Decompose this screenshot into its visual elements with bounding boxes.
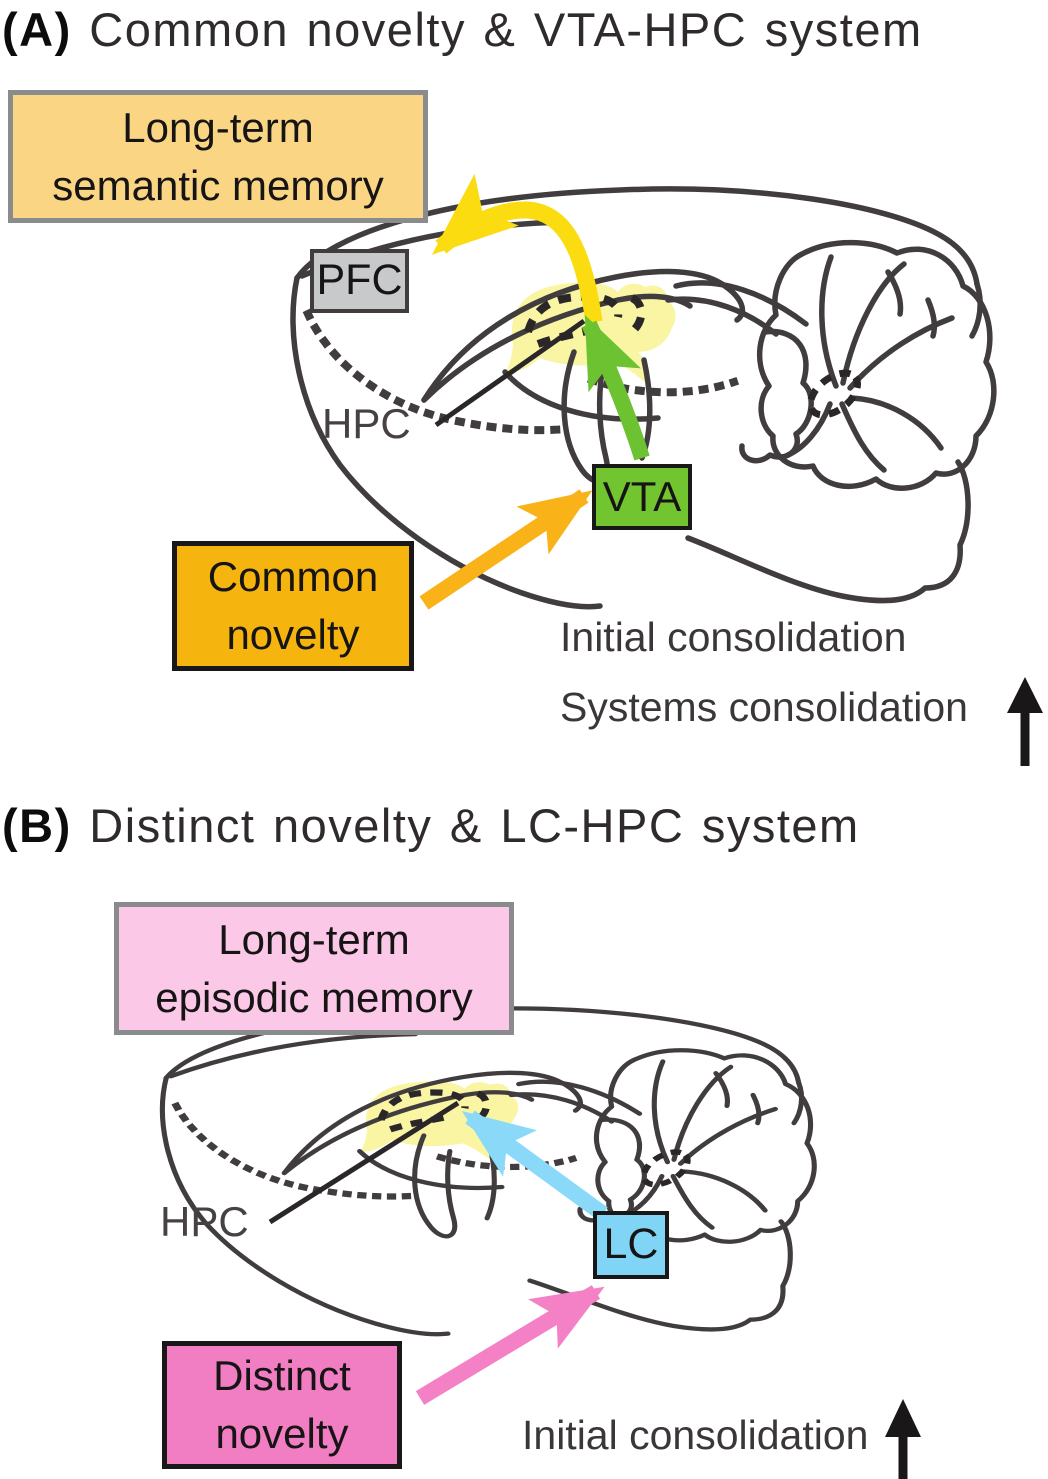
- consolidation-direction-arrow-b: [885, 1399, 921, 1479]
- lc-to-hpc-arrow: [461, 1110, 608, 1221]
- pfc-box: PFC: [310, 249, 409, 313]
- hpc-pointer-line-b: [268, 1100, 460, 1225]
- episodic-memory-line2: episodic memory: [155, 973, 473, 1021]
- hpc-label-b: HPC: [160, 1198, 249, 1245]
- lc-box: LC: [593, 1211, 669, 1279]
- consolidation-direction-arrow-a: [1007, 677, 1043, 766]
- distinct-novelty-line2: novelty: [215, 1410, 349, 1457]
- panel-b-title: (B) Distinct novelty & LC-HPC system: [2, 798, 860, 853]
- panel-a-tag: (A): [2, 3, 72, 56]
- initial-consolidation-label-a: Initial consolidation: [560, 614, 907, 660]
- vta-box: VTA: [592, 464, 692, 530]
- episodic-memory-line1: Long-term: [218, 915, 410, 963]
- panel-b-tag: (B): [2, 799, 72, 852]
- panel-a-title-text: Common novelty & VTA-HPC system: [71, 3, 923, 56]
- novelty-to-vta-arrow: [419, 489, 593, 610]
- semantic-memory-line1: Long-term: [122, 103, 314, 151]
- common-novelty-line2: novelty: [226, 611, 360, 658]
- hpc-to-pfc-arrow: [431, 173, 603, 324]
- lc-label: LC: [603, 1220, 659, 1269]
- distinct-novelty-box: Distinct novelty: [162, 1341, 402, 1469]
- panel-a-title: (A) Common novelty & VTA-HPC system: [2, 2, 923, 57]
- hpc-label-a: HPC: [322, 400, 411, 447]
- common-novelty-box: Common novelty: [172, 541, 414, 671]
- semantic-memory-line2: semantic memory: [52, 161, 384, 209]
- brain-outline-panel-b: [162, 1008, 814, 1334]
- novelty-to-lc-arrow: [415, 1285, 605, 1405]
- common-novelty-line1: Common: [207, 553, 379, 601]
- hpc-pointer-line-a: [434, 318, 586, 428]
- semantic-memory-box: Long-term semantic memory: [8, 90, 428, 223]
- distinct-novelty-line1: Distinct: [213, 1352, 351, 1400]
- consolidation-text-b: Initial consolidation: [522, 1412, 868, 1479]
- episodic-memory-box: Long-term episodic memory: [114, 902, 514, 1035]
- vta-label: VTA: [602, 473, 682, 521]
- pfc-label: PFC: [316, 256, 403, 305]
- panel-b-title-text: Distinct novelty & LC-HPC system: [71, 799, 860, 852]
- vta-to-hpc-arrow: [581, 314, 650, 461]
- systems-consolidation-label: Systems consolidation: [560, 684, 968, 730]
- consolidation-text-a: Initial consolidation Systems consolidat…: [560, 614, 968, 754]
- initial-consolidation-label-b: Initial consolidation: [522, 1412, 869, 1458]
